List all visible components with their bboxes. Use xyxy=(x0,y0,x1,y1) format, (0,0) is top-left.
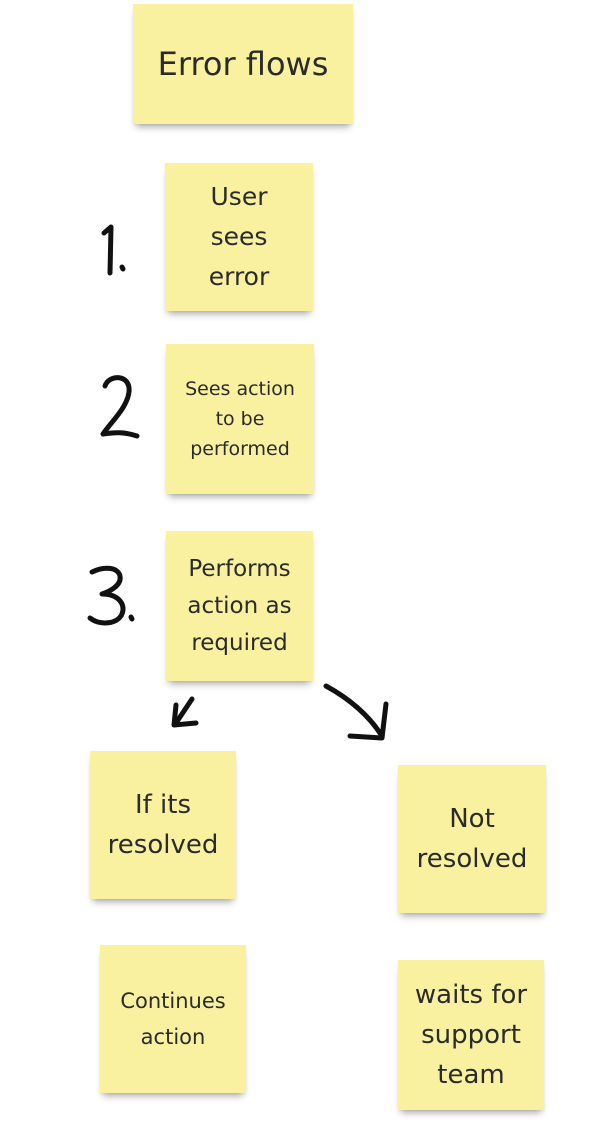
step-number-labels: 1. 2. 3. xyxy=(0,0,1,1)
title-sticky-note[interactable]: Error flows xyxy=(133,4,353,124)
step-3-text: Performs action as required xyxy=(187,555,292,656)
arrow-to-resolved-icon xyxy=(171,696,199,728)
step-2-sticky-note[interactable]: Sees action to be performed xyxy=(166,344,314,494)
resolved-branch-text: If its resolved xyxy=(107,790,219,860)
step-1-number-handwritten xyxy=(101,224,126,276)
resolved-outcome-text: Continues action xyxy=(120,989,226,1049)
not-resolved-branch-text: Not resolved xyxy=(416,804,528,874)
step-2-text: Sees action to be performed xyxy=(185,378,295,460)
step-1-sticky-note[interactable]: User sees error xyxy=(165,163,313,311)
resolved-branch-sticky-note[interactable]: If its resolved xyxy=(90,751,236,899)
arrow-to-not-resolved-icon xyxy=(323,683,389,741)
step-1-text: User sees error xyxy=(208,182,270,291)
title-text: Error flows xyxy=(157,45,329,83)
step-2-number-handwritten xyxy=(100,375,140,439)
step-3-number-handwritten xyxy=(87,565,135,626)
not-resolved-branch-sticky-note[interactable]: Not resolved xyxy=(398,765,546,913)
not-resolved-outcome-text: waits for support team xyxy=(414,980,528,1090)
resolved-outcome-sticky-note[interactable]: Continues action xyxy=(100,945,246,1093)
not-resolved-outcome-sticky-note[interactable]: waits for support team xyxy=(398,960,544,1110)
step-1-number: 1. xyxy=(0,0,1,1)
step-3-sticky-note[interactable]: Performs action as required xyxy=(166,531,313,681)
